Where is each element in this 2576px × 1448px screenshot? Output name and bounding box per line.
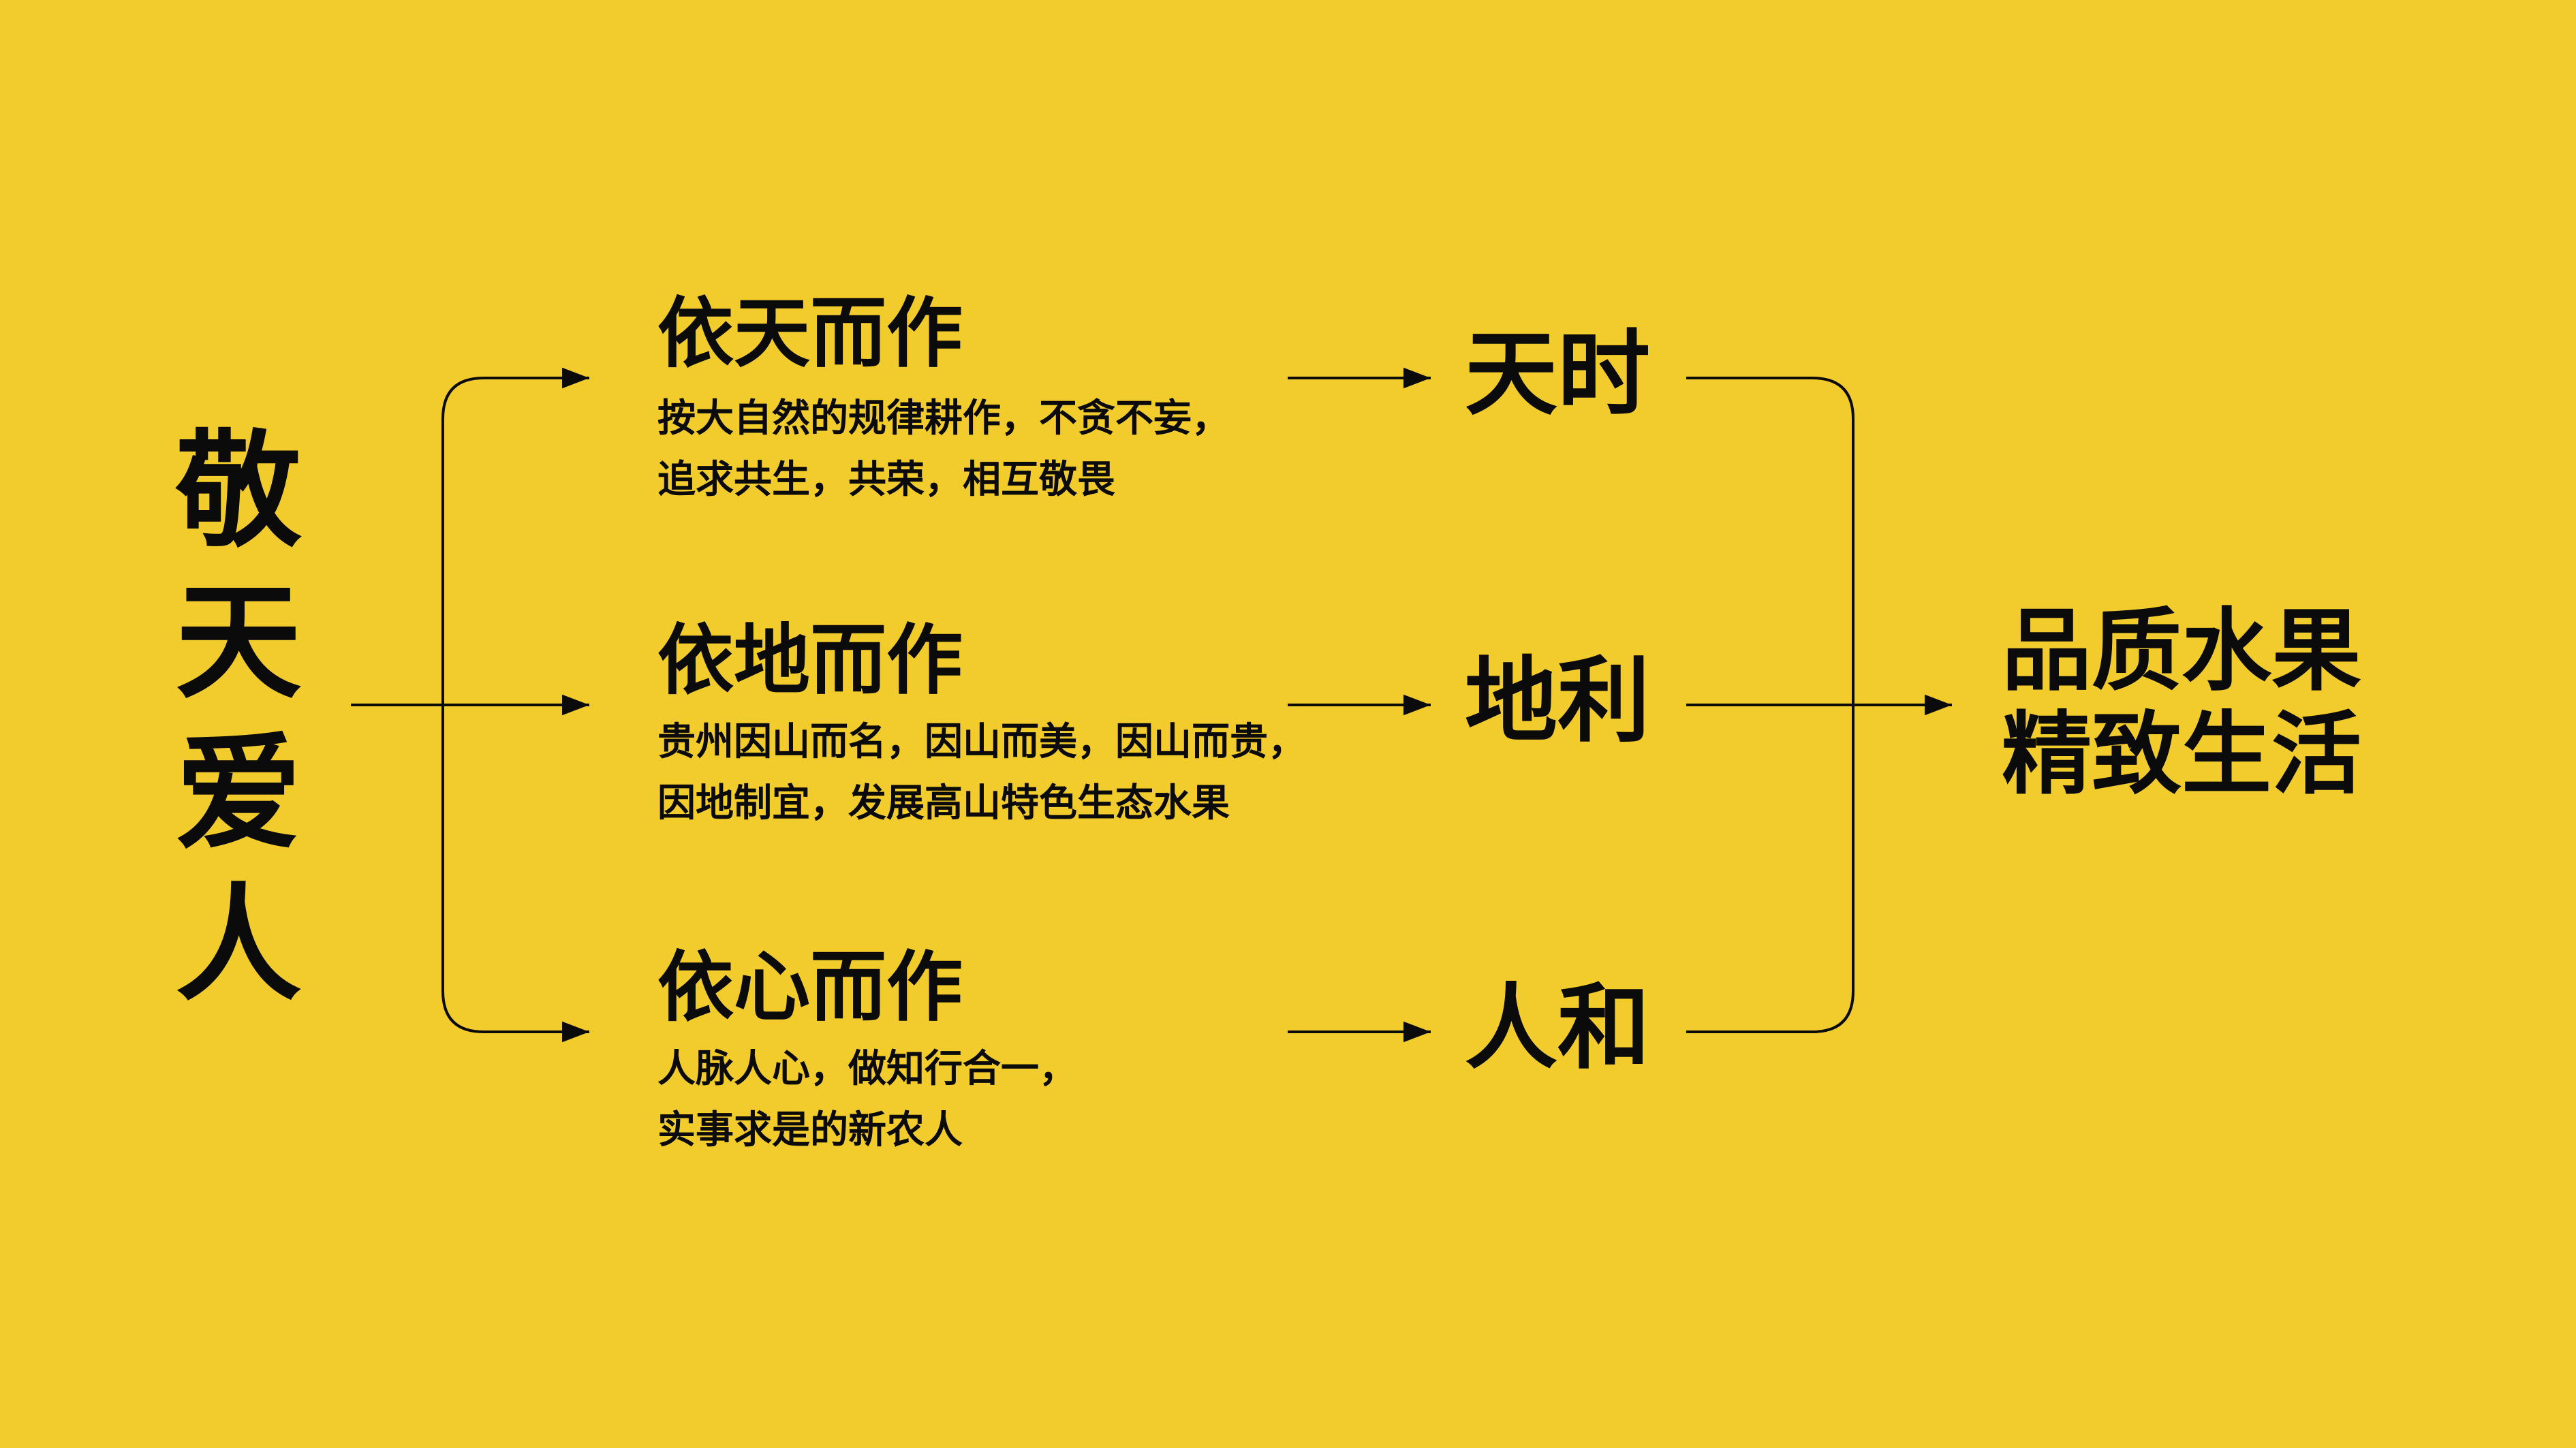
branch-description-line: 因地制宜，发展高山特色生态水果 [657,781,1230,825]
split-arrow-top [441,367,589,705]
branch-heading: 依地而作 [657,616,963,705]
branch-description-line: 按大自然的规律耕作，不贪不妄， [657,396,1230,441]
branch-label: 天时 [1465,321,1650,428]
root-char: 天 [175,569,302,716]
branch-label: 地利 [1465,648,1650,755]
branch-heading: 依心而作 [657,943,963,1032]
merge-line-bottom [1686,705,1855,1033]
root-char: 敬 [175,418,302,565]
branch-description-line: 人脉人心，做知行合一， [657,1047,1077,1091]
branch-description: 人脉人心，做知行合一， 实事求是的新农人 [657,1039,1077,1161]
branch-description-line: 追求共生，共荣，相互敬畏 [657,458,1115,502]
branch-description-line: 实事求是的新农人 [657,1108,963,1152]
root-char: 爱 [175,720,302,867]
root-char: 人 [175,871,302,1018]
branch-label: 人和 [1465,975,1650,1082]
branch-description: 贵州因山而名，因山而美，因山而贵， 因地制宜，发展高山特色生态水果 [657,712,1306,834]
merge-line-top [1686,377,1855,705]
result-line: 品质水果 [2002,599,2361,704]
result-text: 品质水果 精致生活 [2002,599,2361,806]
root-title: 敬 天 爱 人 [170,415,307,1020]
branch-description: 按大自然的规律耕作，不贪不妄， 追求共生，共荣，相互敬畏 [657,388,1230,511]
branch-description-line: 贵州因山而名，因山而美，因山而贵， [657,720,1306,764]
result-line: 精致生活 [2002,702,2361,807]
split-arrow-bottom [441,705,589,1043]
branch-heading: 依天而作 [657,289,963,378]
